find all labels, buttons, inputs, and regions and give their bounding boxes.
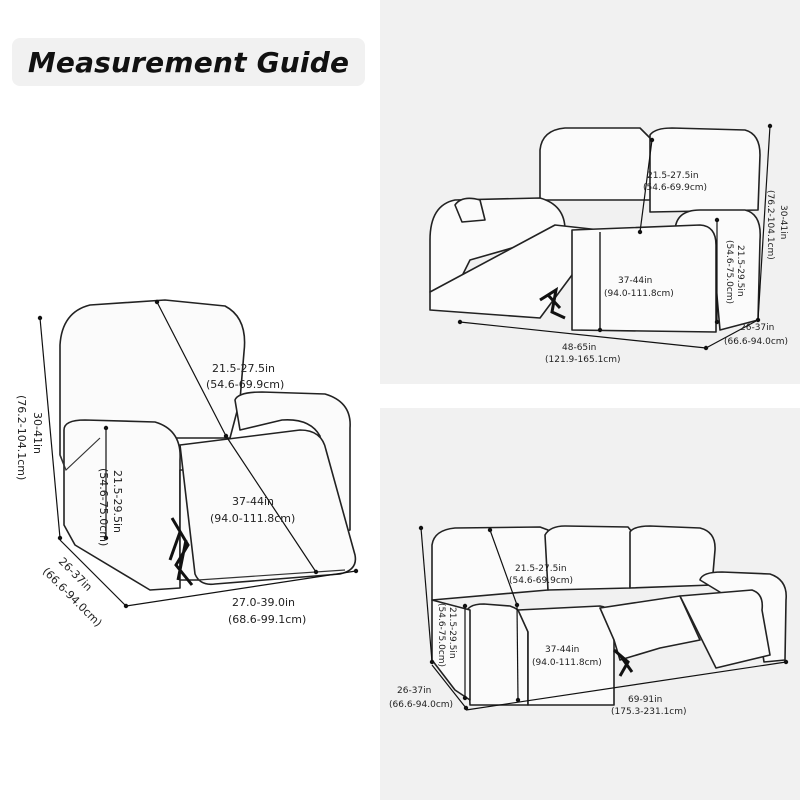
page-title: Measurement Guide [27, 45, 350, 79]
recliner-total-height-cm: (76.2-104.1cm) [15, 395, 28, 480]
sofa-seat-depth-cm: (94.0-111.8cm) [532, 658, 602, 668]
title-badge: Measurement Guide [12, 38, 365, 86]
recliner-back-height-cm: (54.6-69.9cm) [206, 378, 284, 391]
loveseat-total-height-cm: (76.2-104.1cm) [765, 190, 775, 260]
sofa-side-depth-in: 26-37in [397, 686, 431, 696]
sofa-back-height-cm: (54.6-69.9cm) [509, 576, 573, 586]
loveseat-arm-height-cm: (54.6-75.0cm) [724, 240, 734, 304]
sofa-arm-height-in: 21.5-29.5in [447, 607, 457, 659]
sofa-side-depth-cm: (66.6-94.0cm) [389, 700, 453, 710]
recliner-seat-depth-cm: (94.0-111.8cm) [210, 512, 295, 525]
loveseat-width-in: 48-65in [562, 343, 596, 353]
loveseat-width-cm: (121.9-165.1cm) [545, 355, 621, 365]
recliner-seat-depth-in: 37-44in [232, 495, 274, 508]
loveseat-arm-height-in: 21.5-29.5in [735, 245, 745, 297]
sofa-width-in: 69-91in [628, 695, 662, 705]
loveseat-side-depth-in: 26-37in [740, 323, 774, 333]
loveseat-back-height-in: 21.5-27.5in [647, 171, 699, 181]
loveseat-seat-depth-cm: (94.0-111.8cm) [604, 289, 674, 299]
recliner-width-cm: (68.6-99.1cm) [228, 613, 306, 626]
sofa-arm-height-cm: (54.6-75.0cm) [436, 603, 446, 667]
recliner-arm-height-in: 21.5-29.5in [111, 470, 124, 533]
sofa-labels: 21.5-27.5in (54.6-69.9cm) 37-44in (94.0-… [389, 564, 687, 717]
loveseat-drawing [429, 123, 773, 351]
loveseat-labels: 21.5-27.5in (54.6-69.9cm) 37-44in (94.0-… [545, 171, 788, 365]
loveseat-back-height-cm: (54.6-69.9cm) [643, 183, 707, 193]
recliner-arm-height-cm: (54.6-75.0cm) [97, 468, 110, 546]
recliner-total-height-in: 30-41in [31, 412, 44, 454]
loveseat-total-height-in: 30-41in [778, 205, 788, 239]
loveseat-seat-depth-in: 37-44in [618, 276, 652, 286]
recliner-drawing [37, 299, 359, 609]
sofa-back-height-in: 21.5-27.5in [515, 564, 567, 574]
loveseat-side-depth-cm: (66.6-94.0cm) [724, 337, 788, 347]
sofa-width-cm: (175.3-231.1cm) [611, 707, 687, 717]
recliner-width-in: 27.0-39.0in [232, 596, 295, 609]
sofa-drawing [418, 525, 789, 711]
sofa-seat-depth-in: 37-44in [545, 645, 579, 655]
recliner-back-height-in: 21.5-27.5in [212, 362, 275, 375]
